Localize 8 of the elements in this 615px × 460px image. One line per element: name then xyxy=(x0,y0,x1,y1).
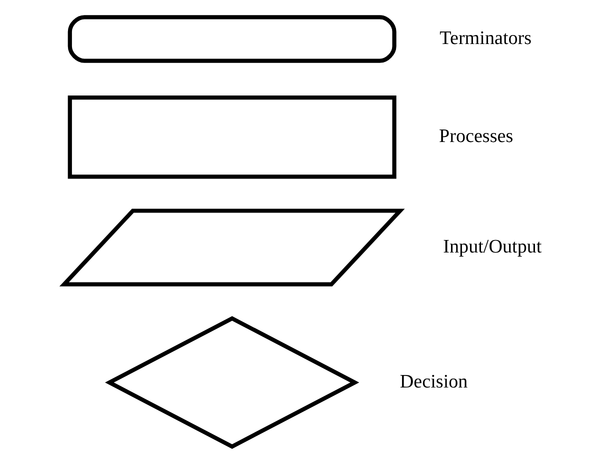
node-parallelogram xyxy=(59,208,405,286)
node-label: Input/Output xyxy=(443,236,542,258)
node-label: Terminators xyxy=(440,28,532,49)
node-diamond xyxy=(105,316,360,448)
node-label: Processes xyxy=(439,126,514,147)
node-label: Decision xyxy=(400,371,468,392)
node-capsule xyxy=(68,14,396,62)
node-box xyxy=(68,95,396,178)
